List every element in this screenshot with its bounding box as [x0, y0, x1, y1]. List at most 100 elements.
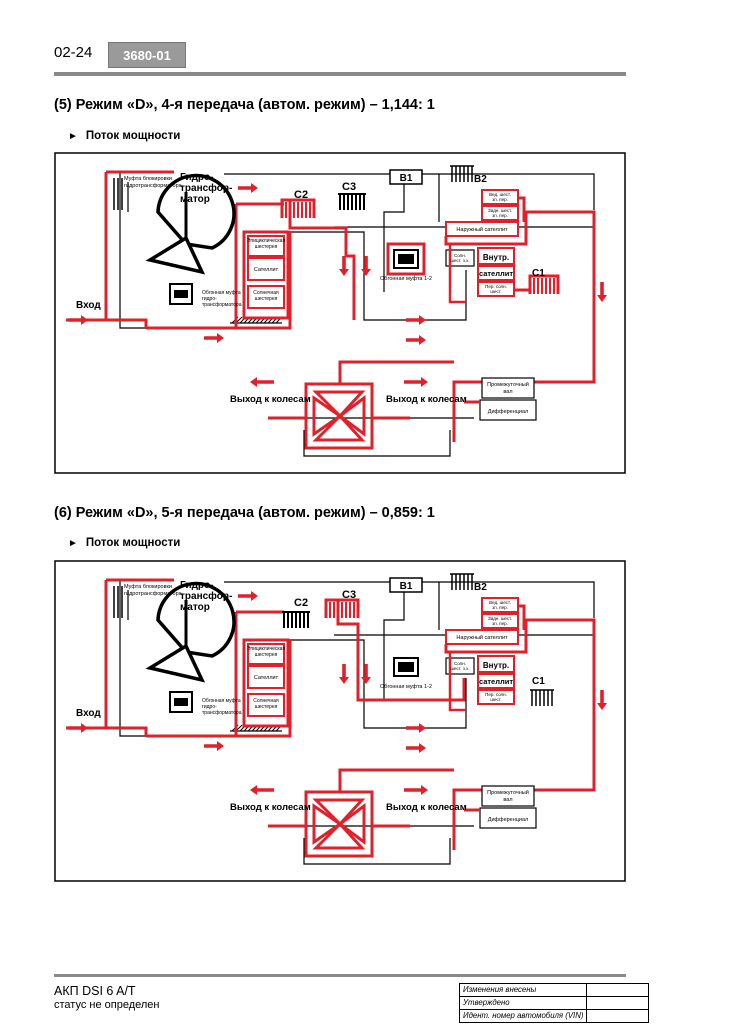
- epicyclic-gear-box: [247, 643, 285, 665]
- flow-arrow-icon: [250, 377, 274, 387]
- flow-arrow-icon: [250, 785, 274, 795]
- front-sun-gear-label: Задн. шест.: [488, 616, 512, 621]
- diagram-frame: [54, 560, 626, 882]
- one-way-clutch-highlight: [386, 242, 426, 276]
- section-subtitle-1: ►Поток мощности: [68, 130, 181, 142]
- flow-arrow-icon: [68, 315, 88, 325]
- epicyclic-gear-label: Эпициклическая: [247, 646, 286, 652]
- structure-line: [383, 180, 405, 292]
- torque-converter-label: матор: [180, 602, 210, 613]
- flow-arrow-icon: [406, 315, 426, 325]
- sun-gear-box: [247, 693, 285, 717]
- overrunning-clutch-icon: [174, 698, 188, 706]
- table-row: Утверждено: [458, 996, 650, 1010]
- lockup-clutch-label: Муфта блокировки: [124, 584, 172, 590]
- front-sun-gear-box: [481, 205, 519, 221]
- inner-satellite-box: [477, 655, 515, 673]
- front-sun-gear-label: шест.: [490, 289, 501, 294]
- torque-converter-label: Гидро-: [180, 580, 213, 591]
- output-left-label: Выход к колесам: [230, 394, 311, 405]
- differential-gear-icon: [337, 803, 366, 845]
- differential-box: [479, 399, 537, 421]
- flow-arrow-icon: [250, 785, 274, 795]
- b2-label: B2: [474, 174, 487, 185]
- page-number: 02-24: [54, 44, 93, 61]
- flow-arrow-icon: [406, 743, 426, 753]
- sun-gear-short-box: [445, 249, 475, 267]
- one-way-clutch-icon: [398, 662, 414, 672]
- power-flow-line: [338, 360, 454, 384]
- flow-arrow-icon: [339, 256, 349, 276]
- overrunning-clutch-label: Обгонная муфта: [202, 290, 241, 296]
- front-sun-gear-label: Задн. шест.: [488, 208, 512, 213]
- flow-arrow-icon: [204, 741, 224, 751]
- one-way-clutch-icon: [393, 249, 419, 269]
- b1-label: B1: [400, 581, 413, 592]
- sun-gear-short-label: Солн.: [454, 253, 466, 258]
- clutch-c3-icon: [338, 193, 366, 210]
- planet-carrier-box: [247, 257, 285, 281]
- rear-sun-gear-label: зп. пер.: [492, 197, 508, 202]
- flow-arrow-icon: [404, 785, 428, 795]
- front-sun-gear-label: Пер. солн.: [485, 692, 507, 697]
- clutch-c2-icon: [282, 611, 310, 628]
- approval-label: Идент. номер автомобиля (VIN): [458, 1009, 588, 1023]
- sun-gear-short-label: шест. з.х.: [450, 666, 469, 671]
- flow-arrow-icon: [406, 315, 426, 325]
- torque-converter-label: трансфор-: [180, 182, 232, 194]
- lockup-clutch-icon: [113, 586, 123, 618]
- flow-arrow-icon: [204, 333, 224, 343]
- overrunning-clutch-label: гидро-: [202, 296, 217, 302]
- c1-label: C1: [532, 676, 545, 687]
- satellite-label: сателлит: [479, 677, 513, 686]
- flow-arrow-icon: [68, 723, 88, 733]
- brake-b2-icon: [450, 165, 474, 182]
- table-row: Идент. номер автомобиля (VIN): [458, 1009, 650, 1023]
- differential-label: Дифференциал: [488, 409, 529, 415]
- power-flow-line: [518, 196, 526, 222]
- brake-b1-box: [389, 169, 423, 185]
- footer-divider: [54, 974, 626, 977]
- power-flow-line: [336, 600, 466, 702]
- flow-arrow-icon: [238, 591, 258, 601]
- front-sun-gear-label: Пер. солн.: [485, 284, 507, 289]
- differential-gear-icon: [312, 798, 366, 827]
- power-flow-line: [66, 318, 148, 328]
- flow-arrow-icon: [361, 664, 371, 684]
- epicyclic-gear-label: шестерня: [255, 244, 278, 250]
- differential-gear-icon: [337, 395, 366, 437]
- epicyclic-gear-label: шестерня: [255, 652, 278, 658]
- lockup-clutch-icon: [113, 178, 123, 210]
- flow-arrow-icon: [68, 315, 88, 325]
- differential-gear-icon: [312, 821, 366, 850]
- rear-sun-gear-label: Вед. шест.: [489, 600, 511, 605]
- table-row: Изменения внесены: [458, 983, 650, 997]
- power-flow-line: [66, 726, 148, 736]
- outer-satellite-label: Наружный сателлит: [456, 634, 508, 641]
- brake-b2-icon: [450, 573, 474, 590]
- sun-gear-short-label: Солн.: [454, 661, 466, 666]
- flow-arrow-icon: [597, 690, 607, 710]
- header-divider: [54, 72, 626, 76]
- output-right-label: Выход к колесам: [386, 802, 467, 813]
- lockup-clutch-label: гидротрансформатора: [124, 591, 183, 597]
- sun-gear-short-box: [445, 657, 475, 675]
- outer-satellite-label: Наружный сателлит: [456, 226, 508, 233]
- clutch-c1-icon: [530, 689, 554, 706]
- flow-arrow-icon: [597, 282, 607, 302]
- planetary-gearset-box: [242, 638, 290, 728]
- flow-arrow-icon: [406, 723, 426, 733]
- flow-arrow-icon: [238, 591, 258, 601]
- sun-gear-box: [247, 285, 285, 309]
- flow-arrow-icon: [68, 723, 88, 733]
- sun-gear-label: шестерня: [255, 704, 278, 710]
- structure-line: [284, 639, 467, 729]
- c1-label: C1: [532, 268, 545, 279]
- inner-satellite-label: Внутр.: [483, 253, 509, 262]
- power-flow-line: [518, 604, 526, 630]
- power-flow-line: [444, 618, 596, 850]
- input-label: Вход: [76, 300, 101, 311]
- planet-carrier-box: [247, 665, 285, 689]
- epicyclic-gear-label: Эпициклическая: [247, 238, 286, 244]
